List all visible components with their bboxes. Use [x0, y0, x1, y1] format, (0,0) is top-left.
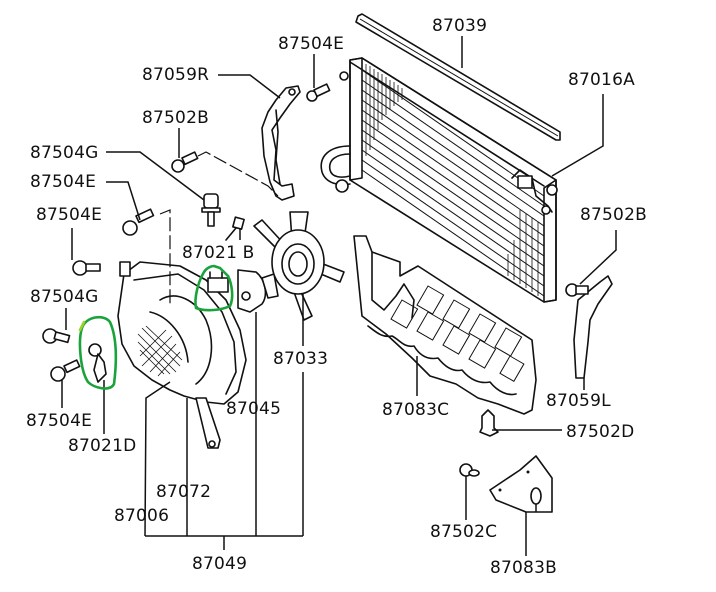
fan-87033[interactable]: [253, 211, 345, 321]
bolt-87504G-top[interactable]: [201, 193, 221, 227]
label-87049: 87049: [192, 554, 248, 574]
leader-lines: [61, 36, 617, 556]
label-87045: 87045: [226, 399, 282, 419]
label-87006: 87006: [114, 506, 170, 526]
connector-87021B-plug[interactable]: [225, 216, 245, 241]
condenser-87016A[interactable]: [320, 57, 558, 303]
label-87083C: 87083C: [382, 400, 450, 420]
bracket-87059L[interactable]: [573, 275, 613, 379]
bolt-87502B-right[interactable]: [565, 283, 589, 297]
bolt-87502B-left[interactable]: [171, 151, 199, 173]
fan-motor-87045[interactable]: [237, 269, 267, 313]
label-87072: 87072: [156, 482, 212, 502]
highlight-circle-87021B: [194, 264, 234, 312]
label-87021B: 87021 B: [182, 243, 255, 263]
shroud-87083C[interactable]: [353, 235, 537, 415]
fan-shroud-87006[interactable]: [117, 261, 247, 405]
label-87021D: 87021D: [68, 436, 137, 456]
label-87504G-top: 87504G: [30, 143, 99, 163]
label-87083B: 87083B: [490, 558, 557, 578]
bolt-87504E-left[interactable]: [72, 260, 101, 276]
highlight-tail-87021D: [78, 320, 86, 332]
label-87039: 87039: [432, 16, 488, 36]
condenser-nut: [339, 71, 349, 81]
label-87059R: 87059R: [142, 65, 210, 85]
clip-87502C[interactable]: [459, 463, 480, 477]
clip-87502D[interactable]: [479, 409, 499, 437]
label-87504E-top: 87504E: [278, 34, 345, 54]
label-87033: 87033: [273, 349, 329, 369]
bracket-87059R[interactable]: [261, 85, 301, 201]
bolt-87504E-top[interactable]: [306, 83, 331, 102]
label-87502C: 87502C: [430, 522, 498, 542]
bolt-87504E-bottom[interactable]: [50, 359, 81, 382]
clip-87021D[interactable]: [88, 343, 107, 383]
label-87502B-left: 87502B: [142, 108, 209, 128]
fan-stay-87072[interactable]: [195, 397, 221, 449]
bolt-87504E-mid[interactable]: [122, 208, 155, 236]
label-87016A: 87016A: [568, 70, 635, 90]
plate-87083B[interactable]: [489, 455, 553, 513]
label-87502B-right: 87502B: [580, 205, 647, 225]
seal-bar-87039[interactable]: [355, 13, 561, 141]
label-87504E-bottom: 87504E: [26, 411, 93, 431]
bolt-87504G-left[interactable]: [42, 328, 71, 344]
resistor-87021B[interactable]: [207, 271, 229, 293]
label-87504G-left: 87504G: [30, 287, 99, 307]
label-87502D: 87502D: [566, 422, 635, 442]
label-87504E-mid: 87504E: [30, 172, 97, 192]
label-87504E-left: 87504E: [36, 205, 103, 225]
label-87059L: 87059L: [546, 391, 611, 411]
highlight-circle-87021D: [78, 315, 118, 390]
